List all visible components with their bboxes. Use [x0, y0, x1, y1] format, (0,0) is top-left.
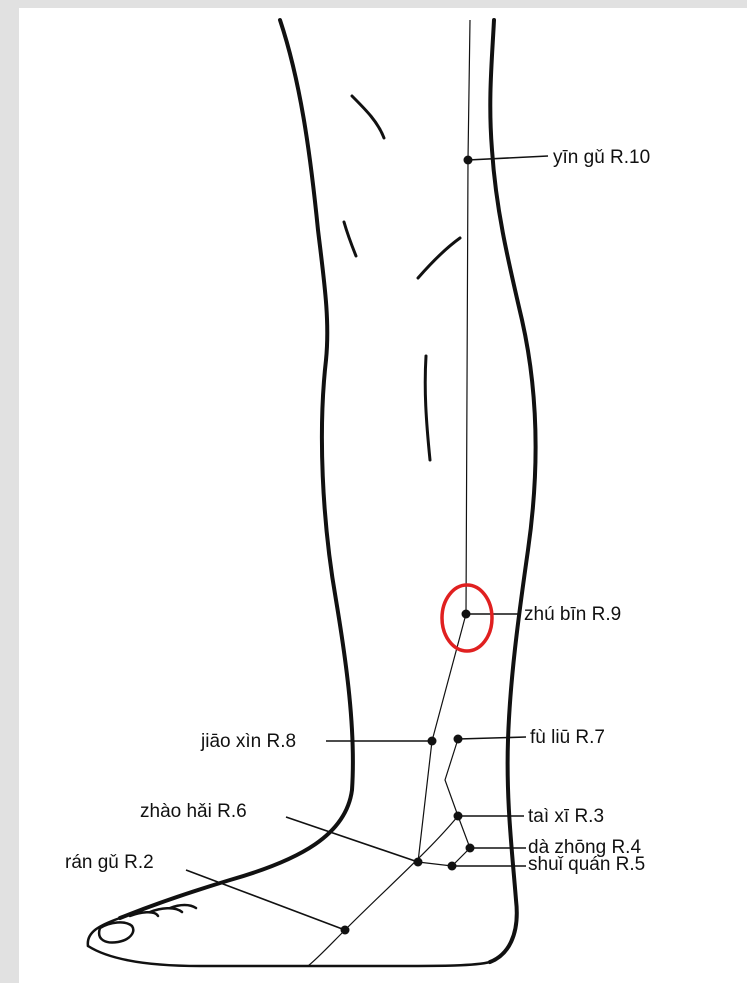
leader-zhao-hai [286, 817, 418, 862]
point-jiao-xin [428, 737, 437, 746]
muscle-line-4 [425, 356, 430, 460]
label-ran-gu: rán gǔ R.2 [65, 852, 154, 873]
label-fu-liu: fù liū R.7 [530, 727, 605, 748]
meridian-fuliu-taixi [445, 739, 458, 816]
point-fu-liu [454, 735, 463, 744]
acupoints [341, 156, 475, 935]
labels: yīn gǔ R.10 zhú bīn R.9 jiāo xìn R.8 fù … [65, 147, 650, 875]
muscle-line-2 [344, 222, 356, 256]
point-tai-xi [454, 812, 463, 821]
muscle-line-1 [352, 96, 384, 138]
label-zhu-bin: zhú bīn R.9 [524, 604, 621, 625]
meridian-foot [308, 816, 458, 966]
meridian-ankle-loop [418, 816, 470, 866]
leader-yin-gu [468, 156, 548, 160]
point-zhao-hai [414, 858, 423, 867]
label-shui-quan: shuǐ quán R.5 [528, 854, 645, 875]
point-shui-quan [448, 862, 457, 871]
point-zhu-bin [462, 610, 471, 619]
point-da-zhong [466, 844, 475, 853]
leg-front-edge [120, 20, 353, 918]
foot-sole [88, 946, 490, 966]
point-ran-gu [341, 926, 350, 935]
leader-ran-gu [186, 870, 345, 930]
meridian-lines [308, 20, 470, 966]
label-zhao-hai: zhào hǎi R.6 [140, 801, 247, 822]
meridian-upper [466, 20, 470, 614]
label-yin-gu: yīn gǔ R.10 [553, 147, 650, 168]
label-jiao-xin: jiāo xìn R.8 [200, 731, 296, 752]
leader-fu-liu [458, 737, 526, 739]
label-tai-xi: taì xī R.3 [528, 806, 604, 827]
muscle-line-3 [418, 238, 460, 278]
point-yin-gu [464, 156, 473, 165]
